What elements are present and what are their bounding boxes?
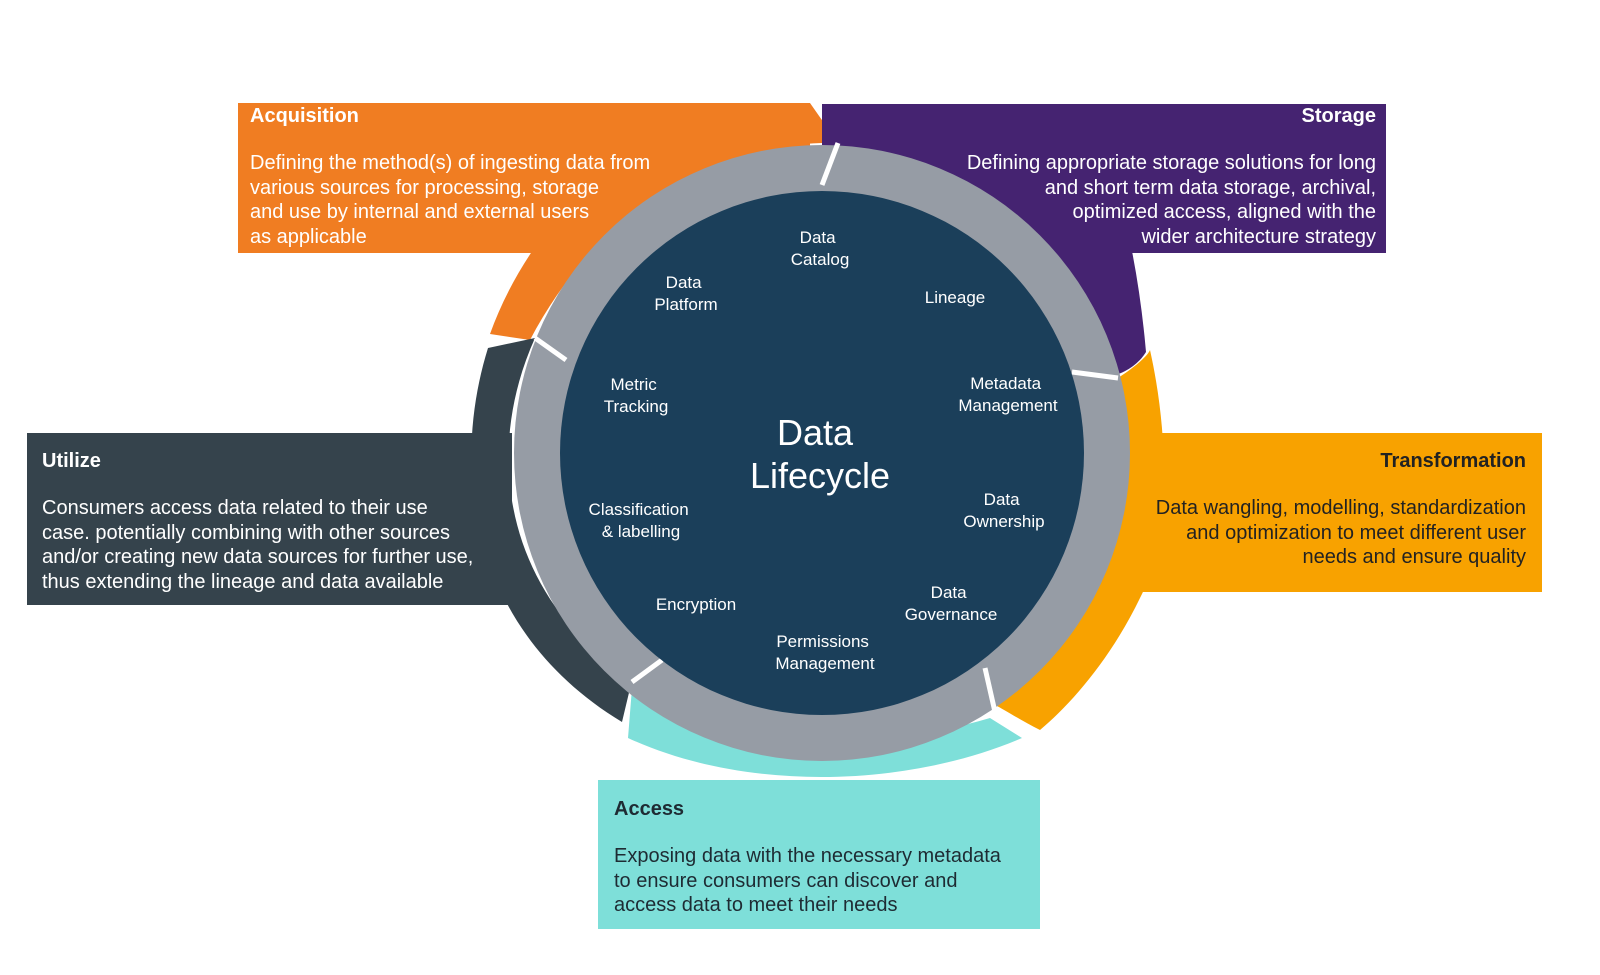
topic-metric-tracking: Metric Tracking (604, 375, 669, 416)
utilize-description: Consumers access data related to their u… (42, 497, 474, 593)
topic-encryption: Encryption (656, 595, 736, 614)
center-title: Data Lifecycle (750, 412, 890, 496)
acquisition-description: Defining the method(s) of ingesting data… (250, 152, 651, 248)
transformation-panel-bg (1115, 433, 1542, 592)
center-title-line-2: Lifecycle (750, 455, 890, 496)
access-panel: Access Exposing data with the necessary … (614, 796, 1034, 918)
access-panel-bg (598, 780, 1040, 929)
topic-data-platform: Data Platform (654, 273, 717, 314)
ring-separators (533, 142, 1119, 713)
topic-lineage: Lineage (925, 288, 986, 307)
transformation-description: Data wangling, modelling, standardizatio… (1155, 497, 1526, 568)
topic-data-ownership: Data Ownership (963, 490, 1044, 531)
utilize-panel-bg (27, 433, 512, 605)
utilize-panel: Utilize Consumers access data related to… (42, 448, 512, 594)
storage-title: Storage (1301, 105, 1376, 127)
topic-permissions-management: Permissions Management (775, 632, 875, 673)
access-title: Access (614, 798, 685, 820)
utilize-title: Utilize (42, 450, 101, 472)
lifecycle-core (560, 191, 1084, 715)
acquisition-panel: Acquisition Defining the method(s) of in… (250, 103, 690, 249)
access-description: Exposing data with the necessary metadat… (614, 845, 1001, 916)
topic-data-governance: Data Governance (905, 583, 998, 624)
transformation-title: Transformation (1380, 450, 1526, 472)
transformation-panel: Transformation Data wangling, modelling,… (1120, 448, 1526, 570)
storage-description: Defining appropriate storage solutions f… (966, 152, 1376, 248)
topic-classification-labelling: Classification & labelling (589, 500, 694, 541)
acquisition-title: Acquisition (250, 105, 359, 127)
access-arc (628, 688, 1022, 777)
topic-data-catalog: Data Catalog (791, 228, 850, 269)
topic-metadata-management: Metadata Management (958, 374, 1058, 415)
storage-panel: Storage Defining appropriate storage sol… (900, 103, 1376, 249)
center-title-line-1: Data (777, 412, 854, 453)
